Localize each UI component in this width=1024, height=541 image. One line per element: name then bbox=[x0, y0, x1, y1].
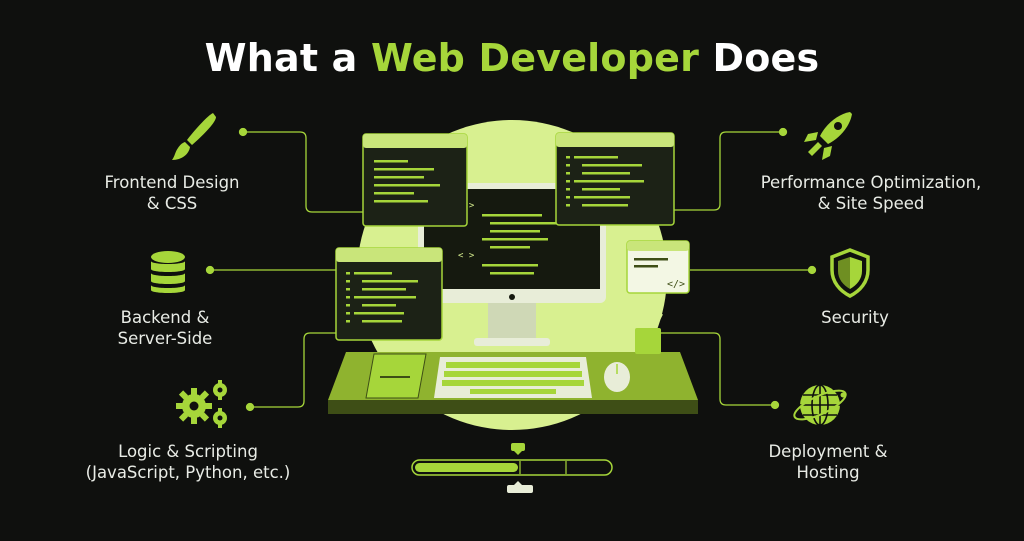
page-title: What a Web Developer Does bbox=[0, 36, 1024, 80]
label-backend: Backend & Server-Side bbox=[100, 307, 230, 349]
notebook bbox=[365, 353, 427, 399]
label-backend-line1: Backend & bbox=[120, 308, 210, 327]
label-backend-line2: Server-Side bbox=[117, 329, 213, 348]
code-window-middle-left bbox=[335, 247, 443, 341]
label-frontend: Frontend Design & CSS bbox=[96, 172, 248, 214]
title-highlight: Web Developer bbox=[370, 36, 700, 80]
label-deployment-line2: Hosting bbox=[796, 463, 860, 482]
svg-text:< >: < > bbox=[458, 251, 475, 261]
label-logic-line1: Logic & Scripting bbox=[118, 442, 258, 461]
label-security: Security bbox=[800, 307, 910, 328]
database-icon bbox=[151, 251, 185, 293]
code-window-top-right bbox=[555, 132, 675, 226]
globe-icon bbox=[793, 384, 847, 426]
desk-edge bbox=[328, 400, 698, 414]
label-deployment: Deployment & Hosting bbox=[758, 441, 898, 483]
svg-text:</>: </> bbox=[667, 279, 685, 290]
code-window-top-left bbox=[362, 133, 468, 227]
shield-icon bbox=[830, 248, 870, 298]
paintbrush-icon bbox=[172, 113, 216, 160]
keyboard bbox=[434, 357, 592, 398]
label-performance-line1: Performance Optimization, bbox=[760, 173, 982, 192]
label-logic: Logic & Scripting (JavaScript, Python, e… bbox=[78, 441, 298, 483]
rocket-icon bbox=[804, 112, 852, 160]
label-performance: Performance Optimization, & Site Speed bbox=[752, 172, 990, 214]
title-part2: Does bbox=[699, 36, 820, 80]
label-deployment-line1: Deployment & bbox=[768, 442, 888, 461]
connector-performance bbox=[674, 131, 783, 211]
label-frontend-line1: Frontend Design bbox=[104, 173, 240, 192]
label-performance-line2: & Site Speed bbox=[817, 194, 925, 213]
gears-icon bbox=[176, 380, 227, 428]
title-part1: What a bbox=[204, 36, 371, 80]
label-logic-line2: (JavaScript, Python, etc.) bbox=[85, 463, 291, 482]
connector-frontend bbox=[243, 131, 366, 213]
monitor-neck bbox=[488, 303, 536, 339]
mouse bbox=[604, 362, 630, 392]
pen-cup bbox=[633, 307, 663, 354]
code-window-small-right: </> bbox=[626, 240, 690, 294]
connector-logic bbox=[250, 332, 340, 408]
label-security-line1: Security bbox=[821, 308, 889, 327]
connector-lines bbox=[205, 127, 817, 412]
monitor-base bbox=[474, 338, 550, 346]
connector-deployment bbox=[660, 332, 775, 406]
label-frontend-line2: & CSS bbox=[146, 194, 198, 213]
progress-bar bbox=[411, 443, 613, 493]
